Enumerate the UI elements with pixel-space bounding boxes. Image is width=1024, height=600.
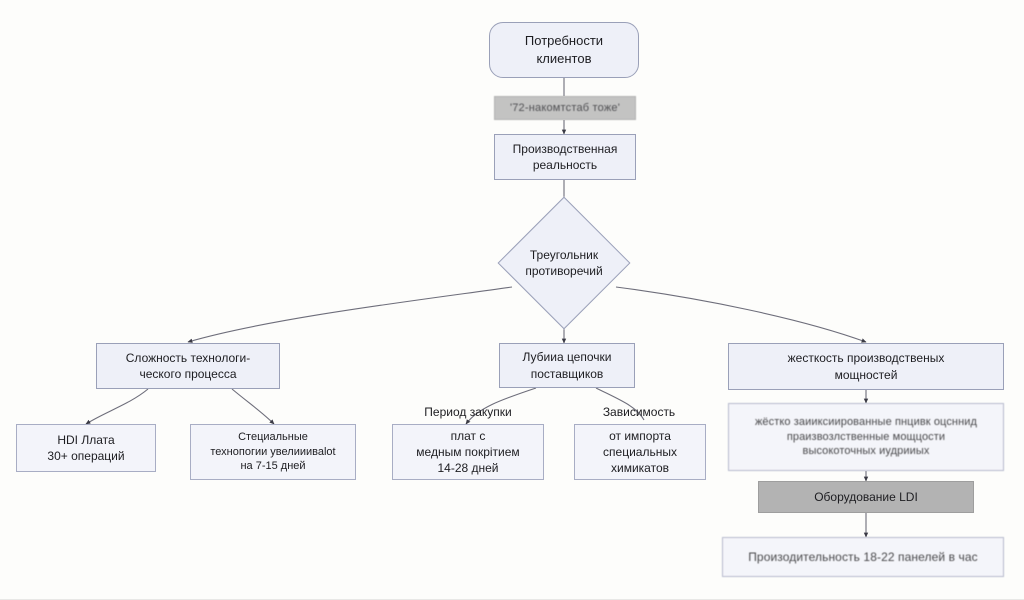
node-decision-diamond-label: Треугольник противоречий — [525, 247, 603, 278]
node-production-reality[interactable]: Производственная реальность — [494, 134, 636, 180]
node-fixed-capacity-detail[interactable]: жёстко заииксиированные пнцивк оцсннид п… — [728, 403, 1004, 471]
node-tech-complexity[interactable]: Сложность технологи- ческого процесса — [96, 343, 280, 389]
node-capacity-rigidity[interactable]: жесткость производственых мощностей — [728, 343, 1004, 390]
edge-decision-to-tech — [187, 286, 513, 343]
edge-label-purchase-period: Период закупки — [424, 405, 512, 420]
node-gray-note[interactable]: '72-накомтстаб тоже' — [494, 96, 636, 120]
node-copper-plating-period[interactable]: плат с медным покрітием 14-28 дней — [392, 424, 544, 480]
node-special-technologies[interactable]: Стециальные технопогии увелиииваlot на 7… — [190, 424, 356, 480]
node-customer-needs[interactable]: Потребности клиентов — [489, 22, 639, 78]
node-import-chemicals[interactable]: от импорта специальных химикатов — [574, 424, 706, 480]
node-ldi-equipment[interactable]: Оборудование LDI — [758, 481, 974, 513]
edge-tech-to-special — [231, 388, 275, 425]
node-throughput-output[interactable]: Произодительность 18-22 панелей в час — [722, 537, 1004, 577]
edge-tech-to-hdi — [85, 388, 149, 425]
edge-label-dependency: Зависимость — [602, 405, 676, 420]
node-hdi-board[interactable]: HDI Ллата 30+ операций — [16, 424, 156, 472]
edge-decision-to-capacity — [615, 286, 867, 343]
node-supply-chain-depth[interactable]: Лубииа цепочки поставщиков — [499, 343, 635, 388]
